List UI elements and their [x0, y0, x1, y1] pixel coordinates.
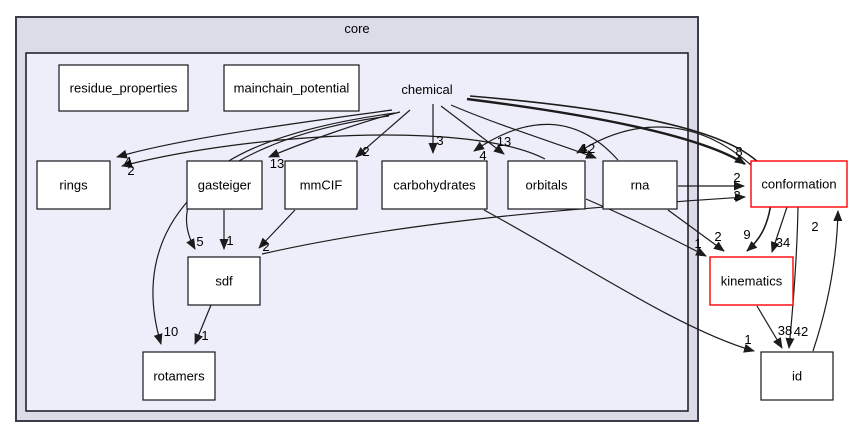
edge-rna-carbohydrates	[473, 123, 619, 161]
edge-chemical-mmCIF	[355, 109, 411, 158]
edge-conformation-id	[785, 206, 799, 349]
edge-chemical-orbitals	[440, 105, 505, 155]
edge-label-carbohydrates-id: 1	[744, 332, 751, 347]
node-rings[interactable]: rings	[36, 160, 111, 210]
edge-id-conformation	[812, 210, 843, 352]
node-mainchain_potential[interactable]: mainchain_potential	[223, 64, 360, 112]
node-conformation[interactable]: conformation	[750, 160, 848, 208]
edge-label-orbitals-kinematics: 1	[694, 236, 701, 251]
edge-label-chemical-gasteiger: 13	[270, 156, 284, 171]
edge-label-rna-conformation: 2	[733, 170, 740, 185]
node-label-conformation: conformation	[761, 177, 836, 192]
node-box-residue_properties[interactable]	[58, 64, 189, 112]
node-residue_properties[interactable]: residue_properties	[58, 64, 189, 112]
edge-label-chemical-conformation: 8	[735, 144, 742, 159]
node-box-mmCIF[interactable]	[284, 160, 358, 210]
node-box-rings[interactable]	[36, 160, 111, 210]
edge-chemical-conformation	[466, 97, 746, 166]
edge-label-mmCIF-sdf: 2	[262, 239, 269, 254]
node-box-gasteiger[interactable]	[186, 160, 263, 210]
edge-label-chemical-kinematics: 9	[743, 227, 750, 242]
node-box-conformation[interactable]	[750, 160, 848, 208]
node-label-residue_properties: residue_properties	[70, 81, 178, 96]
node-box-rna[interactable]	[602, 160, 678, 210]
edge-conformation-kinematics	[770, 206, 788, 253]
cluster-chemical	[25, 52, 689, 412]
node-carbohydrates[interactable]: carbohydrates	[381, 160, 488, 210]
edge-rna-kinematics	[667, 209, 725, 252]
node-label-mmCIF: mmCIF	[300, 178, 343, 193]
edge-kinematics-id	[756, 305, 783, 349]
node-label-id: id	[792, 369, 802, 384]
outer-cluster-label: core	[344, 21, 369, 36]
node-label-mainchain_potential: mainchain_potential	[234, 81, 350, 96]
edge-conformation-orbitals	[576, 126, 752, 166]
edge-sdf-conformation	[261, 193, 746, 255]
node-rna[interactable]: rna	[602, 160, 678, 210]
edge-label-orbitals-rings: 2	[127, 163, 134, 178]
edge-label-rna-kinematics: 2	[714, 229, 721, 244]
node-rotamers[interactable]: rotamers	[142, 351, 216, 401]
node-gasteiger[interactable]: gasteiger	[186, 160, 263, 210]
edge-chemical-rings	[116, 109, 393, 159]
node-sdf[interactable]: sdf	[187, 256, 261, 306]
node-label-rings: rings	[59, 178, 88, 193]
node-box-rotamers[interactable]	[142, 351, 216, 401]
edge-sdf-rotamers	[194, 304, 212, 345]
node-label-rotamers: rotamers	[153, 369, 205, 384]
node-label-carbohydrates: carbohydrates	[393, 178, 476, 193]
edge-label-sdf-conformation: 2	[733, 188, 740, 203]
edge-label-rna-carbohydrates: 4	[479, 148, 486, 163]
edge-label-kinematics-id: 38	[778, 323, 792, 338]
edge-label-sdf-rotamers: 1	[201, 328, 208, 343]
node-kinematics[interactable]: kinematics	[709, 256, 794, 306]
edge-label-gasteiger-sdf: 1	[226, 233, 233, 248]
edge-carbohydrates-id	[483, 209, 755, 353]
edge-label-chemical-rings: 4	[124, 154, 131, 169]
node-layer: residue_properties mainchain_potentialrin…	[36, 64, 848, 401]
node-label-sdf: sdf	[215, 274, 233, 289]
node-box-orbitals[interactable]	[507, 160, 586, 210]
node-label-orbitals: orbitals	[526, 178, 568, 193]
edge-mmCIF-sdf	[258, 209, 296, 249]
edge-orbitals-rings	[121, 134, 546, 168]
edge-layer	[116, 95, 843, 353]
edge-label-chemical-rna: 12	[581, 141, 595, 156]
edge-chemical-gasteiger	[268, 111, 401, 158]
node-box-id[interactable]	[760, 351, 834, 401]
node-label-rna: rna	[631, 178, 651, 193]
node-box-mainchain_potential[interactable]	[223, 64, 360, 112]
node-id[interactable]: id	[760, 351, 834, 401]
edge-label-chemical-sdf: 5	[196, 234, 203, 249]
edge-label-chemical-rotamers: 10	[164, 324, 178, 339]
inner-cluster-label: chemical	[401, 82, 452, 97]
edge-label-chemical-carbohydrates: 3	[436, 133, 443, 148]
node-mmCIF[interactable]: mmCIF	[284, 160, 358, 210]
edge-label-conformation-kinematics: 34	[776, 235, 790, 250]
node-box-carbohydrates[interactable]	[381, 160, 488, 210]
edge-label-chemical-mmCIF: 2	[362, 144, 369, 159]
edge-label-chemical-orbitals: 13	[497, 134, 511, 149]
node-box-sdf[interactable]	[187, 256, 261, 306]
edge-label-id-conformation: 2	[811, 219, 818, 234]
node-orbitals[interactable]: orbitals	[507, 160, 586, 210]
node-box-kinematics[interactable]	[709, 256, 794, 306]
node-label-gasteiger: gasteiger	[198, 178, 252, 193]
node-label-kinematics: kinematics	[721, 274, 783, 289]
edge-label-conformation-id: 42	[794, 324, 808, 339]
